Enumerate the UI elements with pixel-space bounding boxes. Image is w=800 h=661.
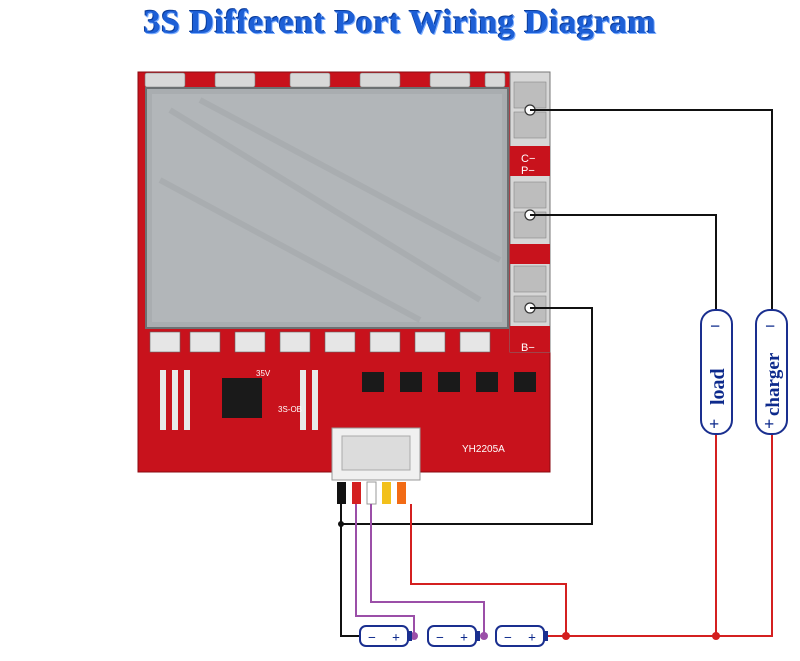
silk-3s-ob: 3S-OB	[278, 405, 302, 414]
charger-pos-sign: +	[764, 414, 774, 434]
battery-cell-3: − +	[495, 625, 548, 647]
wire-p-to-load-neg	[530, 214, 717, 310]
mosfet-row	[149, 331, 491, 353]
battery-cell-1: − +	[359, 625, 412, 647]
cell-1-neg: −	[368, 631, 376, 646]
balance-wire-2	[370, 504, 485, 636]
balance-resistors	[362, 372, 536, 392]
cell-3-pos: +	[528, 631, 536, 646]
silk-35v: 35V	[256, 369, 271, 378]
junctions	[338, 521, 720, 640]
diagram-title: 3S Different Port Wiring Diagram	[143, 4, 657, 41]
wire-c-to-charger-neg	[530, 109, 773, 310]
charger-device: − + charger	[755, 309, 788, 435]
wire-battery-neg	[340, 504, 360, 637]
c-minus-label: C−	[521, 153, 535, 165]
cell-1-pos: +	[392, 631, 400, 646]
load-label: load	[707, 368, 729, 405]
cell-2-pos: +	[460, 631, 468, 646]
bms-board: C− P− B− 35V 3S-OB YH2205A	[137, 71, 551, 481]
cell-2-neg: −	[436, 631, 444, 646]
control-ic	[222, 378, 262, 418]
battery-pack: − + − + − +	[359, 625, 548, 647]
balance-wire-1	[355, 504, 415, 636]
p-minus-label: P−	[521, 165, 535, 177]
cell-3-neg: −	[504, 631, 512, 646]
balance-wire-top	[410, 504, 567, 636]
battery-cell-2: − +	[427, 625, 480, 647]
connector-wire-stubs	[337, 481, 406, 505]
wire-battery-pos-charger	[540, 432, 773, 637]
b-minus-label: B−	[521, 342, 535, 354]
wire-b-to-common	[341, 307, 593, 525]
charger-label: charger	[763, 352, 784, 416]
load-pos-sign: +	[709, 414, 719, 434]
top-pads	[144, 72, 506, 88]
model-code: YH2205A	[462, 444, 505, 455]
charger-neg-sign: −	[765, 316, 775, 336]
load-device: − + load	[700, 309, 733, 435]
wires	[340, 109, 773, 637]
load-neg-sign: −	[710, 316, 720, 336]
